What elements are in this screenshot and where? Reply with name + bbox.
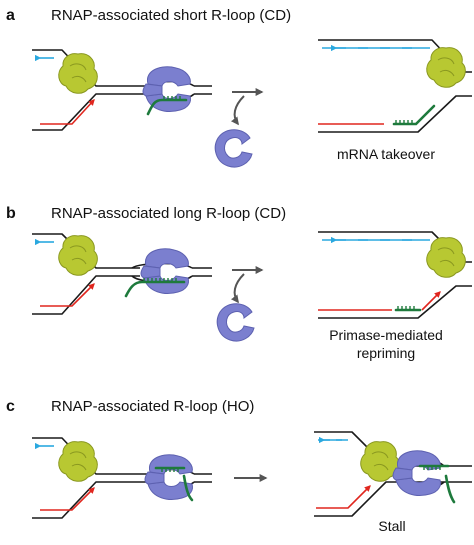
helicase-icon: [58, 53, 98, 94]
helicase-icon: [58, 235, 98, 276]
helicase-icon: [426, 237, 466, 278]
panel-c-product: Stall: [314, 431, 472, 534]
panel-c-replication-fork: [32, 437, 212, 519]
panel-c-title: RNAP-associated R-loop (HO): [51, 398, 254, 415]
helicase-icon: [426, 47, 466, 88]
panel-a-replication-fork: [32, 49, 212, 131]
panel-c: c RNAP-associated R-loop (HO): [6, 398, 472, 534]
panel-b-reaction-arrow: [216, 266, 264, 342]
panel-a-caption: mRNA takeover: [337, 146, 435, 162]
panel-c-caption: Stall: [378, 518, 405, 534]
panel-b-caption-line-1: Primase-mediated: [329, 327, 443, 343]
helicase-icon: [58, 441, 98, 482]
released-rnap-icon: [214, 129, 253, 168]
panel-b-caption-line-2: repriming: [357, 345, 415, 361]
panel-a: a RNAP-associated short R-loop (CD): [6, 7, 472, 168]
panel-b-replication-fork: [32, 233, 212, 315]
rnap-icon: [140, 248, 190, 294]
panel-a-letter: a: [6, 7, 15, 24]
rnap-icon: [142, 66, 192, 112]
panel-a-reaction-arrow: [214, 88, 264, 168]
released-rnap-icon: [216, 303, 255, 342]
panel-b-title: RNAP-associated long R-loop (CD): [51, 205, 286, 222]
panel-b-product: Primase-mediated repriming: [318, 231, 472, 361]
panel-a-title: RNAP-associated short R-loop (CD): [51, 7, 291, 24]
panel-a-product: mRNA takeover: [318, 39, 472, 162]
panel-b-letter: b: [6, 205, 16, 222]
panel-b: b RNAP-associated long R-loop (CD): [6, 205, 472, 361]
panel-c-letter: c: [6, 398, 15, 415]
rnap-icon: [392, 450, 442, 496]
